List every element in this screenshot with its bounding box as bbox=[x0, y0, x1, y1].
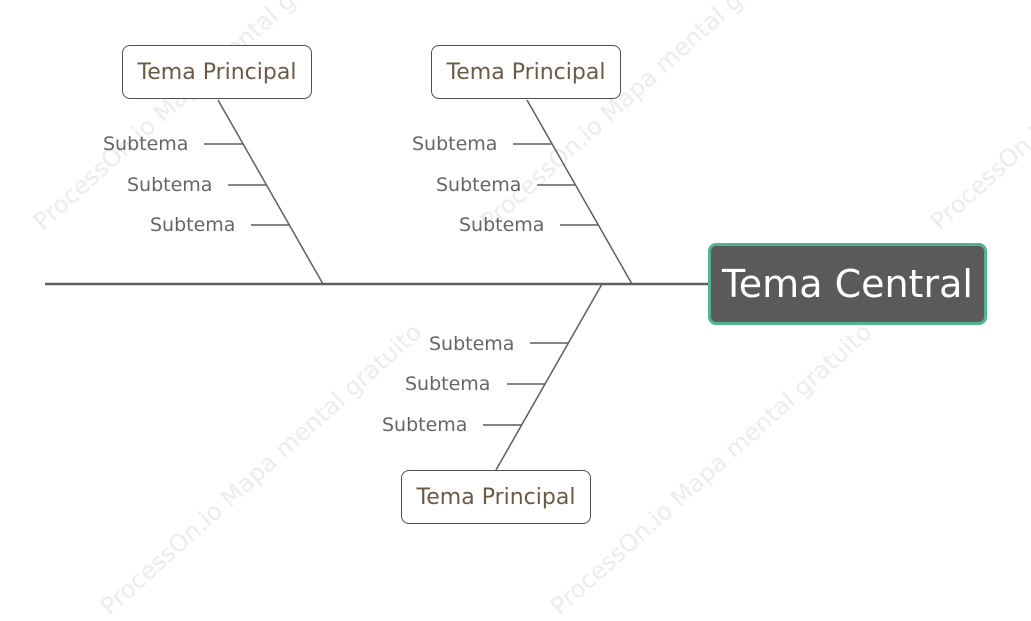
subtopic[interactable]: Subtema bbox=[127, 174, 213, 196]
branch-1-bone bbox=[217, 99, 324, 285]
main-topic-2[interactable]: Tema Principal bbox=[431, 45, 621, 99]
subtopic[interactable]: Subtema bbox=[382, 414, 468, 436]
subtopic[interactable]: Subtema bbox=[436, 174, 522, 196]
subtopic[interactable]: Subtema bbox=[429, 333, 515, 355]
central-topic[interactable]: Tema Central bbox=[708, 243, 987, 325]
subtopic[interactable]: Subtema bbox=[459, 214, 545, 236]
subtopic[interactable]: Subtema bbox=[405, 373, 491, 395]
subtopic[interactable]: Subtema bbox=[103, 133, 189, 155]
branch-2-bone bbox=[526, 99, 633, 285]
main-topic-3[interactable]: Tema Principal bbox=[401, 470, 591, 524]
subtopic[interactable]: Subtema bbox=[150, 214, 236, 236]
main-topic-1[interactable]: Tema Principal bbox=[122, 45, 312, 99]
fishbone-diagram bbox=[45, 99, 710, 471]
subtopic[interactable]: Subtema bbox=[412, 133, 498, 155]
branch-3-bone bbox=[495, 283, 603, 471]
